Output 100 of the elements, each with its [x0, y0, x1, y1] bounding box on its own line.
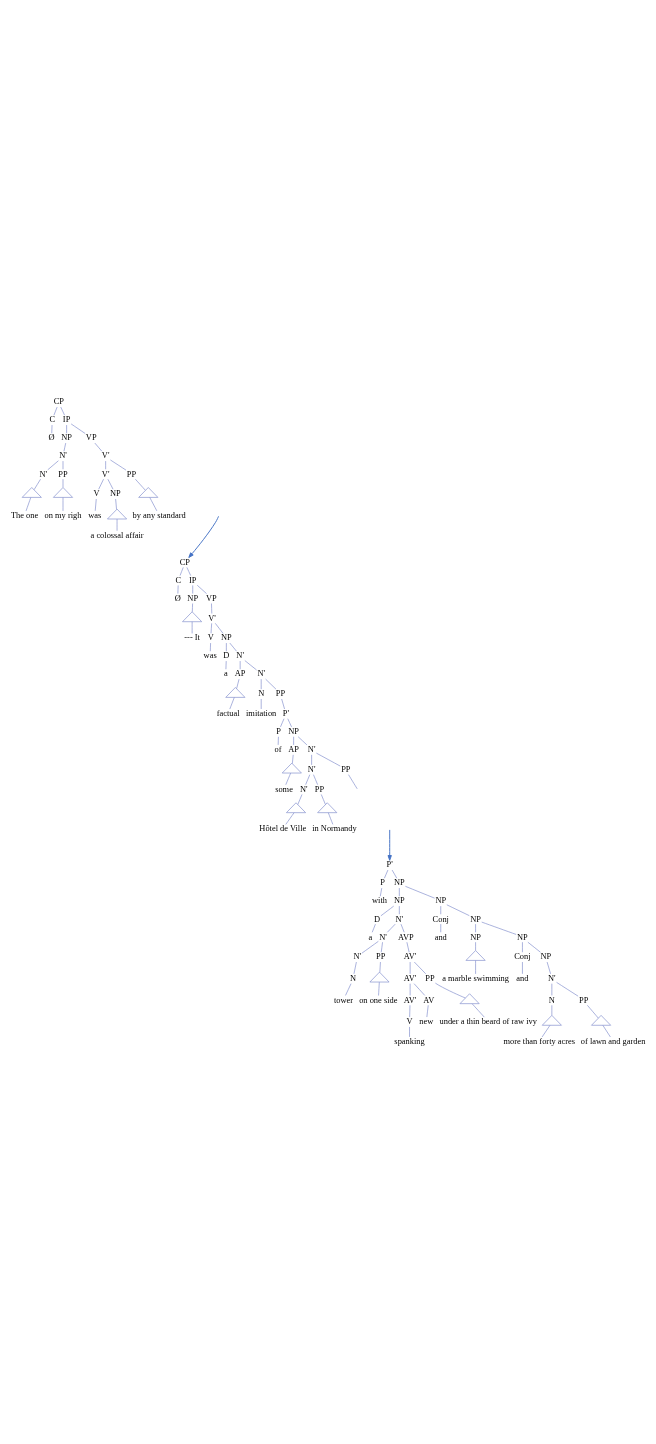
node-text: AV' — [403, 995, 417, 1005]
node-text: NP — [470, 932, 481, 942]
node-text: NP — [288, 727, 299, 737]
connector — [409, 961, 411, 975]
node-text: NP — [517, 932, 528, 942]
connector — [414, 961, 427, 975]
connector — [236, 678, 240, 689]
connector — [481, 921, 517, 935]
node-text: factual — [216, 709, 240, 719]
node-text: on my righ — [44, 510, 82, 520]
connector — [25, 497, 32, 512]
node-text: spanking — [394, 1037, 425, 1047]
connector — [51, 424, 53, 434]
connector — [260, 698, 262, 710]
connector — [225, 660, 227, 670]
connector — [209, 642, 211, 652]
node-text: IP — [188, 575, 197, 585]
node-text: some — [275, 784, 293, 794]
node-text: NP — [393, 896, 405, 906]
connector — [192, 603, 193, 613]
node-triangle — [317, 802, 338, 813]
connector — [47, 460, 59, 471]
node-text: N — [548, 995, 555, 1005]
connector — [305, 774, 311, 785]
connector — [62, 460, 64, 470]
connector — [387, 923, 396, 933]
connector — [70, 423, 86, 434]
connector — [211, 603, 213, 614]
node-text: VP — [205, 593, 217, 603]
node-text: CP — [179, 557, 191, 567]
node-text: a marble swimming — [442, 973, 509, 983]
connector — [475, 941, 476, 951]
connector — [384, 869, 389, 879]
node-text: D — [374, 914, 381, 924]
node-text: PP — [579, 995, 589, 1005]
connector — [135, 478, 146, 491]
node-text: P' — [282, 709, 289, 719]
connector — [440, 923, 442, 933]
node-text: P' — [386, 860, 393, 870]
connector — [260, 678, 262, 690]
connector — [63, 442, 67, 452]
connector — [98, 478, 104, 490]
node-text: NP — [187, 593, 199, 603]
connector — [587, 1004, 599, 1019]
connector — [435, 982, 466, 999]
connector — [328, 812, 334, 825]
connector — [399, 905, 400, 915]
node-text: V — [93, 489, 100, 499]
connector — [361, 941, 379, 954]
node-text: a — [223, 669, 228, 679]
node-text: N' — [257, 669, 265, 679]
connector — [62, 478, 64, 488]
node-triangle — [182, 611, 203, 623]
connector — [53, 406, 58, 416]
connector — [475, 923, 476, 933]
node-text: of — [274, 745, 282, 755]
connector — [105, 460, 106, 470]
node-triangle — [225, 687, 246, 698]
connector — [602, 1025, 611, 1038]
node-text: and — [434, 932, 447, 942]
connector — [348, 774, 358, 790]
node-text: with — [372, 896, 387, 906]
connector — [281, 698, 285, 710]
connector — [60, 406, 65, 416]
connector — [285, 812, 295, 825]
node-text: NP — [220, 633, 232, 643]
node-text: AP — [288, 745, 299, 755]
node-text: and — [516, 973, 529, 983]
connector — [409, 983, 411, 996]
connector — [33, 478, 41, 491]
node-text: NP — [435, 896, 447, 906]
connector — [440, 905, 442, 915]
connector — [409, 1004, 411, 1018]
node-text: N' — [300, 784, 308, 794]
node-text: PP — [341, 764, 351, 774]
node-text: NP — [109, 489, 121, 499]
node-text: N' — [307, 745, 316, 755]
node-text: tower — [333, 995, 354, 1005]
node-triangle — [286, 802, 306, 813]
node-text: N' — [379, 932, 387, 942]
connector — [287, 718, 292, 728]
connector — [371, 923, 376, 933]
connector — [551, 1004, 553, 1016]
connector — [378, 981, 380, 996]
connector — [149, 497, 158, 512]
connector — [522, 961, 523, 975]
node-triangle — [591, 1015, 612, 1026]
connector — [380, 941, 383, 953]
connector — [345, 983, 352, 996]
connector — [446, 904, 470, 916]
node-text: Ø — [174, 593, 181, 603]
node-text: Conj — [432, 914, 449, 924]
node-text: V' — [101, 469, 110, 479]
connector — [320, 794, 326, 805]
node-text: NP — [393, 878, 405, 888]
connector — [297, 736, 308, 746]
connector — [475, 960, 476, 975]
node-text: AV' — [403, 952, 417, 962]
node-text: N' — [548, 973, 556, 983]
node-triangle — [21, 487, 42, 498]
